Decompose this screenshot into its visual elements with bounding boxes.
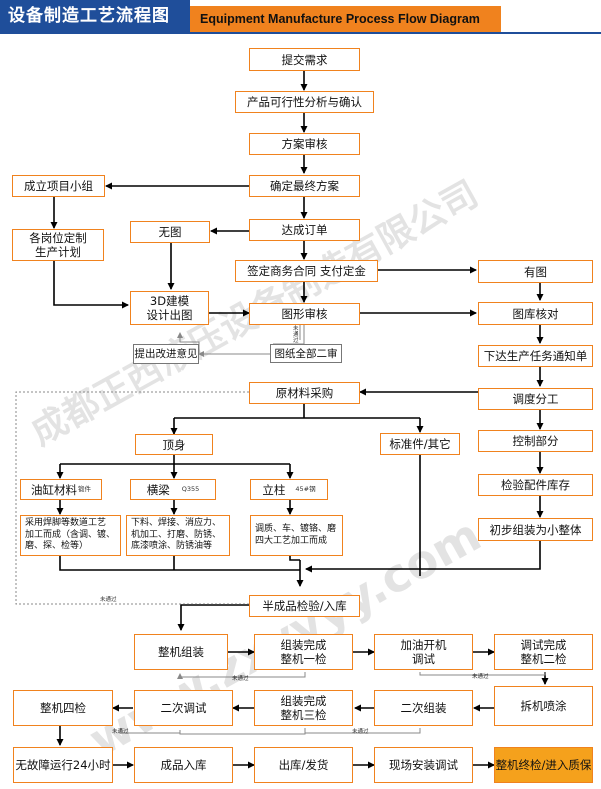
- node-disassembly: 拆机喷涂: [494, 686, 593, 726]
- node-storage: 成品入库: [134, 747, 233, 783]
- fail-note-4: 未通过: [352, 729, 369, 735]
- node-beam-detail: 下料、焊接、消应力、 机加工、打磨、防锈、 底漆喷涂、防锈油等: [126, 515, 230, 556]
- node-feasibility: 产品可行性分析与确认: [235, 91, 374, 113]
- node-column: 立柱 45#钢: [250, 479, 328, 500]
- fail-note-drawing: 未 通 过: [293, 326, 299, 344]
- beam-label: 横梁: [146, 482, 170, 497]
- node-feedback: 提出改进意见: [133, 344, 199, 364]
- node-materials: 原材料采购: [249, 382, 360, 404]
- node-check3: 组装完成 整机三检: [254, 690, 353, 726]
- node-order: 达成订单: [249, 219, 360, 241]
- cylinder-label: 油缸材料: [31, 482, 77, 497]
- node-column-detail: 调质、车、镀铬、磨 四大工艺加工而成: [250, 515, 343, 556]
- node-contract: 签定商务合同 支付定金: [235, 260, 378, 282]
- node-run24: 无故障运行24小时: [13, 747, 113, 783]
- node-debug2: 二次调试: [134, 690, 233, 726]
- node-design: 3D建模 设计出图: [130, 291, 209, 325]
- node-cylinder: 油缸材料锻件: [20, 479, 102, 500]
- node-dispatch: 调度分工: [478, 388, 593, 410]
- node-control: 控制部分: [478, 430, 593, 452]
- node-submit: 提交需求: [249, 48, 360, 71]
- node-no-drawing: 无图: [130, 221, 210, 243]
- title-english: Equipment Manufacture Process Flow Diagr…: [190, 6, 501, 32]
- fail-note-2: 未通过: [472, 674, 489, 680]
- beam-sub: Q355: [181, 485, 200, 493]
- node-cylinder-detail: 采用焊脚等数道工艺 加工而成（含调、镀、 磨、探、检等）: [20, 515, 121, 556]
- node-approval2: 图纸全部二审: [270, 344, 342, 363]
- node-assembly: 整机组装: [134, 634, 228, 670]
- node-check2: 调试完成 整机二检: [494, 634, 593, 670]
- node-top-body: 顶身: [135, 434, 213, 455]
- node-schedule: 各岗位定制 生产计划: [12, 229, 104, 261]
- node-semi-inspect: 半成品检验/入库: [249, 595, 360, 617]
- node-task-notice: 下达生产任务通知单: [478, 345, 593, 367]
- node-team: 成立项目小组: [12, 175, 105, 197]
- node-has-drawing: 有图: [478, 260, 593, 283]
- header-rule: [0, 32, 601, 34]
- node-standard-parts: 标准件/其它: [380, 433, 460, 455]
- column-label: 立柱: [262, 482, 286, 497]
- node-final-plan: 确定最终方案: [249, 175, 360, 197]
- node-check1: 组装完成 整机一检: [254, 634, 353, 670]
- node-drawing-review: 图形审核: [249, 303, 360, 325]
- node-beam: 横梁 Q355: [130, 479, 216, 500]
- fail-note-1: 未通过: [232, 676, 249, 682]
- node-oil-test: 加油开机 调试: [374, 634, 473, 670]
- node-shipping: 出库/发货: [254, 747, 353, 783]
- node-final: 整机终检/进入质保: [494, 747, 593, 783]
- node-library-check: 图库核对: [478, 302, 593, 325]
- node-preassembly: 初步组装为小整体: [478, 518, 593, 541]
- cylinder-sub: 锻件: [78, 485, 91, 493]
- node-plan-review: 方案审核: [249, 133, 360, 155]
- fail-note-semi: 未通过: [100, 597, 117, 603]
- title-chinese: 设备制造工艺流程图: [0, 0, 190, 32]
- node-onsite: 现场安装调试: [374, 747, 473, 783]
- node-assembly2: 二次组装: [374, 690, 473, 726]
- column-sub: 45#钢: [295, 485, 316, 493]
- node-inspect-parts: 检验配件库存: [478, 474, 593, 496]
- node-check4: 整机四检: [13, 690, 113, 726]
- fail-note-3: 未通过: [112, 729, 129, 735]
